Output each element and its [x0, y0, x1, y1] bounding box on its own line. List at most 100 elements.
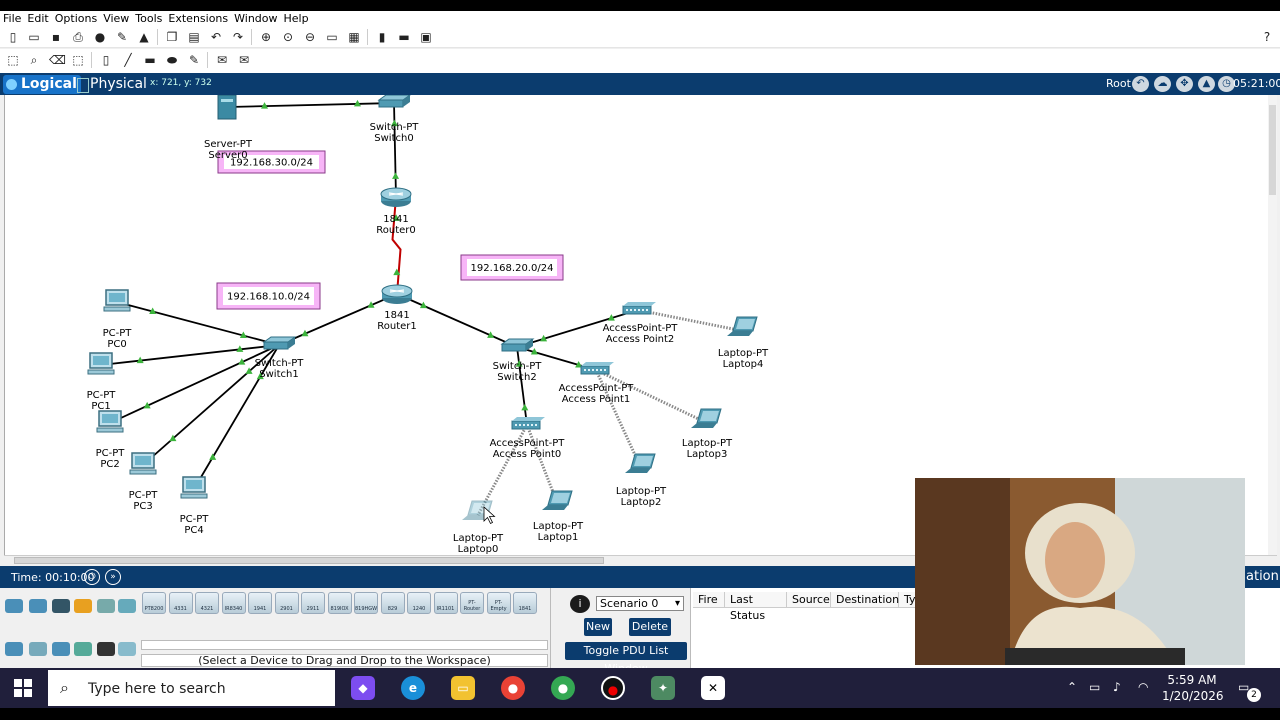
taskbar-search-box[interactable]: ⌕ Type here to search	[48, 670, 335, 706]
menu-extensions[interactable]: Extensions	[168, 12, 229, 25]
menu-file[interactable]: File	[3, 12, 22, 25]
multiuser-icon[interactable]	[118, 599, 136, 613]
notification-icon[interactable]: ▭	[1238, 680, 1250, 694]
link-server0-switch0[interactable]	[227, 102, 395, 108]
link-switch2-ap2[interactable]	[516, 309, 639, 348]
switch-icon[interactable]	[262, 336, 297, 350]
note-20-box[interactable]: 192.168.20.0/24	[460, 254, 564, 281]
link-router1-switch2[interactable]	[396, 293, 518, 348]
drawing-palette-icon[interactable]: ▭	[326, 30, 338, 44]
device-model-button[interactable]: 4331	[168, 592, 193, 614]
pc-icon[interactable]	[87, 352, 115, 375]
device-model-button[interactable]: 1841	[513, 592, 537, 614]
screenshot-icon[interactable]: ▣	[420, 30, 432, 44]
wan-emulation-icon[interactable]	[118, 642, 136, 656]
pc-icon[interactable]	[180, 476, 208, 499]
zoom-out-icon[interactable]: ⊖	[304, 30, 316, 44]
router-icon[interactable]	[380, 187, 412, 207]
device-model-button[interactable]: 1941	[248, 592, 272, 614]
clock-icon[interactable]: ◷	[1218, 76, 1235, 92]
pc-icon[interactable]	[103, 289, 131, 312]
undo-icon[interactable]: ↶	[210, 30, 222, 44]
device-model-button[interactable]: 1240	[407, 592, 431, 614]
paste-icon[interactable]: ▤	[188, 30, 200, 44]
device-model-button[interactable]: 4321	[195, 592, 219, 614]
device-list-scrollbar[interactable]	[141, 640, 548, 650]
network-diagram[interactable]: 192.168.30.0/24192.168.20.0/24192.168.10…	[5, 95, 1269, 555]
scenario-select[interactable]: Scenario 0	[596, 596, 684, 611]
horizontal-scroll-thumb[interactable]	[14, 557, 604, 564]
link-ap0-laptop0[interactable]	[476, 424, 529, 516]
menu-options[interactable]: Options	[54, 12, 98, 25]
pc-icon[interactable]	[96, 410, 124, 433]
link-router0-router1[interactable]	[391, 196, 402, 295]
link-ap1-laptop3[interactable]	[595, 368, 708, 425]
zoom-reset-icon[interactable]: ⊙	[282, 30, 294, 44]
laptop-icon[interactable]	[542, 490, 573, 510]
back-icon[interactable]: ↶	[1132, 76, 1149, 92]
network-devices-icon[interactable]	[5, 599, 23, 613]
draw-ellipse-icon[interactable]: ⬬	[166, 53, 178, 67]
fast-forward-icon[interactable]: »	[105, 569, 121, 585]
root-label[interactable]: Root	[1106, 77, 1131, 90]
edge-icon[interactable]: e	[401, 676, 425, 700]
laptop-icon[interactable]	[727, 316, 758, 336]
inspect-icon[interactable]: ⌕	[30, 53, 38, 67]
info-icon[interactable]: ●	[94, 30, 106, 44]
horizontal-scrollbar[interactable]	[4, 555, 1277, 565]
device-model-button[interactable]: IR1101	[433, 592, 458, 614]
note-30-box[interactable]: 192.168.30.0/24	[217, 150, 326, 174]
new-scenario-button[interactable]: New	[584, 618, 612, 636]
wifi-icon[interactable]: ◠	[1138, 680, 1149, 694]
ap-icon[interactable]	[622, 302, 656, 315]
delete-scenario-button[interactable]: Delete	[629, 618, 671, 636]
ap-icon[interactable]	[580, 362, 614, 375]
column-last-status[interactable]: Last Status	[725, 592, 787, 622]
link-switch0-router0[interactable]	[393, 102, 397, 198]
switch-icon[interactable]	[377, 95, 411, 108]
link-router1-switch1[interactable]	[278, 293, 398, 346]
chrome-profile-icon[interactable]: ●	[551, 676, 575, 700]
select-icon[interactable]: ⬚	[7, 53, 19, 67]
file-explorer-icon[interactable]: ▭	[451, 676, 475, 700]
vertical-scroll-thumb[interactable]	[1269, 105, 1276, 195]
packet-tracer-taskbar-icon[interactable]: ✦	[651, 676, 675, 700]
menu-window[interactable]: Window	[234, 12, 278, 25]
power-cycle-icon[interactable]: ⏻	[84, 569, 100, 585]
capcut-icon[interactable]: ✕	[701, 676, 725, 700]
place-note-icon[interactable]: ▯	[102, 53, 110, 67]
vertical-scrollbar[interactable]	[1268, 95, 1277, 555]
viewport-icon[interactable]: ▲	[1198, 76, 1215, 92]
device-model-button[interactable]: PT-Router	[460, 592, 484, 614]
device-model-button[interactable]: PT8200	[142, 592, 166, 614]
copilot-icon[interactable]: ◆	[351, 676, 375, 700]
toggle-pdu-list-button[interactable]: Toggle PDU List Window	[565, 642, 687, 675]
device-model-button[interactable]: IR8340	[221, 592, 246, 614]
link-switch1-pc0[interactable]	[116, 301, 280, 346]
device-model-button[interactable]: 2911	[301, 592, 325, 614]
open-folder-icon[interactable]: ▭	[28, 30, 40, 44]
battery-icon[interactable]: ▭	[1089, 680, 1101, 694]
misc-icon[interactable]	[97, 599, 115, 613]
routers-icon[interactable]	[5, 642, 23, 656]
column-source[interactable]: Source	[787, 592, 831, 608]
link-switch1-pc2[interactable]	[109, 344, 280, 424]
delete-icon[interactable]: ⌫	[49, 53, 66, 67]
activity-icon[interactable]: ▲	[139, 30, 149, 44]
router-icon[interactable]	[381, 284, 413, 304]
